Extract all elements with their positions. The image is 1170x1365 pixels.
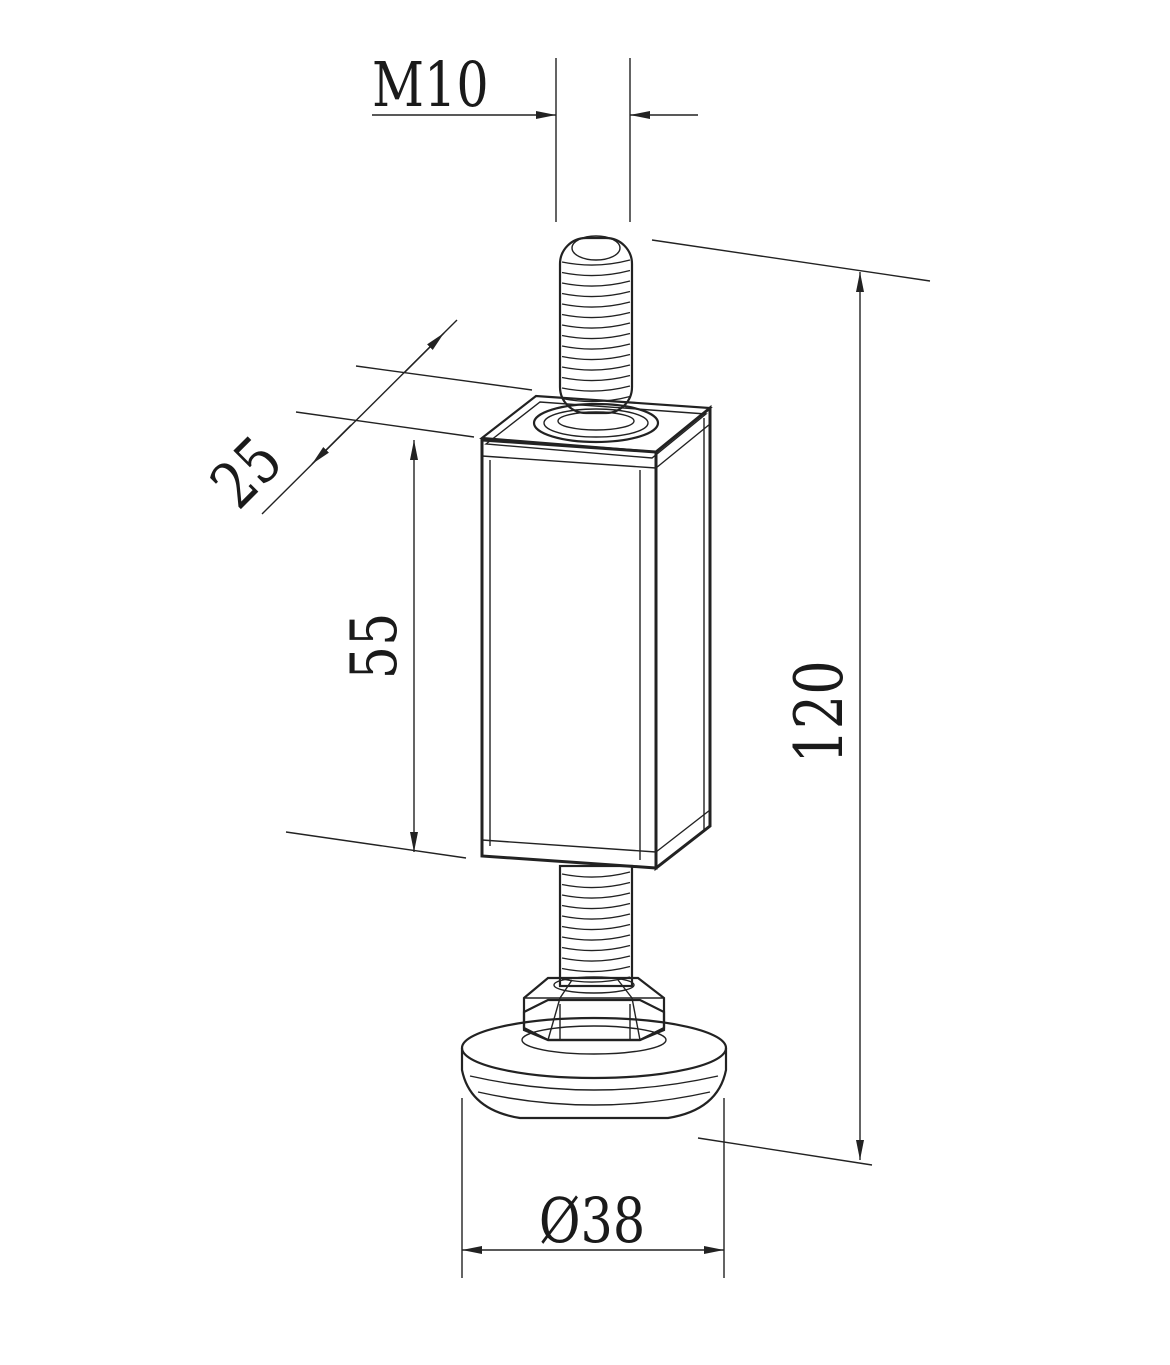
thread-ridge [561, 353, 631, 361]
thread-ridge [561, 311, 631, 319]
thread-ridge [561, 322, 631, 329]
thread-ridge [561, 955, 631, 962]
thread-ridge [561, 280, 631, 287]
thread-ridge [561, 385, 631, 392]
base-diameter-label: Ø38 [539, 1185, 645, 1257]
threaded-stud-top [558, 235, 634, 415]
thread-ridge [561, 343, 631, 350]
thread-size-label: M10 [372, 49, 489, 121]
thread-ridge [561, 944, 631, 952]
thread-ridge [561, 892, 631, 899]
thread-ridge [561, 871, 631, 878]
body-height-dimension: 55 [285, 440, 467, 859]
base-diameter-dimension: Ø38 [461, 1098, 725, 1278]
thread-ridge [561, 332, 631, 340]
thread-ridge [561, 902, 631, 910]
body-height-label: 55 [337, 613, 411, 680]
thread-ridge [561, 913, 631, 920]
thread-ridge [561, 923, 631, 931]
thread-ridge [561, 290, 631, 298]
square-body [479, 394, 713, 872]
total-height-label: 120 [782, 660, 859, 763]
thread-ridge [561, 364, 631, 371]
thread-ridge [561, 269, 631, 277]
thread-ridge [561, 881, 631, 889]
thread-ridge [561, 259, 631, 266]
thread-dimension: M10 [372, 49, 698, 222]
total-height-dimension: 120 [651, 239, 931, 1166]
thread-ridge [561, 934, 631, 941]
threaded-stud-bottom [558, 864, 634, 988]
thread-ridge [561, 395, 631, 403]
width-label: 25 [197, 423, 297, 523]
thread-ridge [561, 965, 631, 973]
thread-ridge [561, 301, 631, 308]
thread-ridge [561, 374, 631, 382]
base-pad [460, 998, 728, 1120]
